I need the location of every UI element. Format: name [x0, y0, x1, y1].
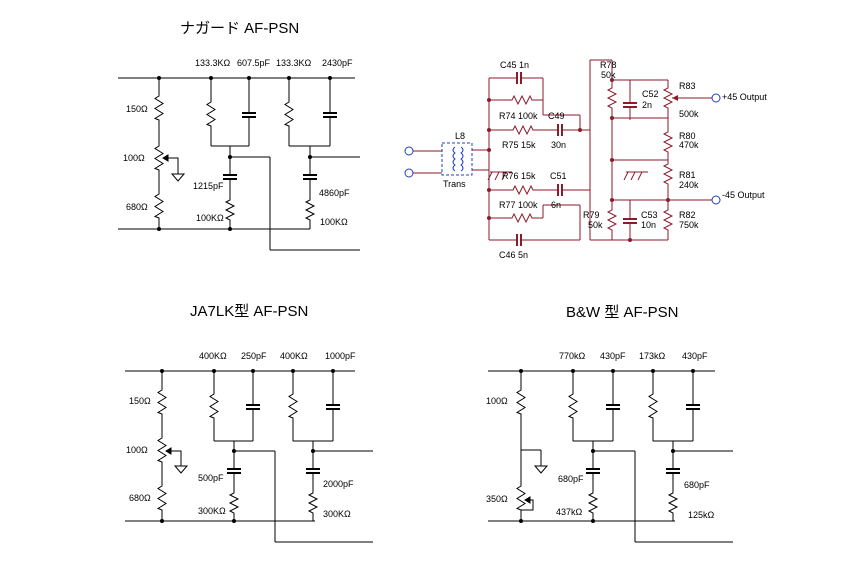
r81-label: R81 — [679, 170, 696, 180]
r83-value: 500k — [679, 109, 699, 119]
bw-c-top2: 430pF — [682, 351, 708, 361]
nagado-c-top1: 607.5pF — [237, 58, 271, 68]
r78-label: R78 — [600, 60, 617, 70]
bw-c-top1: 430pF — [600, 351, 626, 361]
nagado-r150: 150Ω — [126, 104, 148, 114]
nagado-circuit — [118, 77, 360, 251]
c46-label: C46 5n — [499, 250, 528, 260]
r79-label: R79 — [583, 210, 600, 220]
nagado-r-top2: 133.3KΩ — [276, 58, 312, 68]
bw-r-top1: 770kΩ — [559, 351, 586, 361]
nagado-r-top1: 133.3KΩ — [195, 58, 231, 68]
nagado-title: ナガード AF-PSN — [180, 20, 299, 37]
c53-label: C53 — [641, 210, 658, 220]
nagado-c-low2: 4860pF — [319, 188, 350, 198]
ja7lk-r-top1: 400KΩ — [199, 351, 227, 361]
bw-r100: 100Ω — [486, 396, 508, 406]
ja7lk-r-low2: 300KΩ — [323, 509, 351, 519]
nagado-c-low1: 1215pF — [193, 181, 224, 191]
c51-value: 6n — [551, 200, 561, 210]
bw-pot: 350Ω — [486, 494, 508, 504]
ja7lk-r-low1: 300KΩ — [198, 506, 226, 516]
ja7lk-c-top2: 1000pF — [325, 351, 356, 361]
output-positive-label: +45 Output — [722, 92, 767, 102]
r78-value: 50k — [601, 70, 616, 80]
bw-title: B&W 型 AF-PSN — [566, 304, 679, 321]
ja7lk-r150: 150Ω — [129, 396, 151, 406]
r77-label: R77 100k — [499, 200, 538, 210]
r82-value: 750k — [679, 220, 699, 230]
bw-r-low1: 437kΩ — [556, 507, 583, 517]
c49-label: C49 — [548, 111, 565, 121]
ja7lk-c-top1: 250pF — [241, 351, 267, 361]
c52-label: C52 — [642, 89, 659, 99]
ja7lk-pot: 100Ω — [126, 445, 148, 455]
r79-value: 50k — [588, 220, 603, 230]
output-negative-label: -45 Output — [722, 190, 765, 200]
r82-label: R82 — [679, 210, 696, 220]
ja7lk-c-low1: 500pF — [198, 473, 224, 483]
c53-value: 10n — [641, 220, 656, 230]
bw-c-low1: 680pF — [558, 474, 584, 484]
c51-label: C51 — [550, 171, 567, 181]
r81-value: 240k — [679, 180, 699, 190]
ja7lk-r680: 680Ω — [129, 493, 151, 503]
r76-label: R76 15k — [502, 171, 536, 181]
r80-label: R80 — [679, 131, 696, 141]
bw-c-low2: 680pF — [684, 480, 710, 490]
nagado-pot: 100Ω — [123, 153, 145, 163]
nagado-r-low2: 100KΩ — [320, 217, 348, 227]
bw-r-top2: 173kΩ — [639, 351, 666, 361]
c49-value: 30n — [551, 140, 566, 150]
l8-label: L8 — [455, 131, 465, 141]
phasing-schematic — [404, 59, 721, 247]
nagado-r-low1: 100KΩ — [196, 213, 224, 223]
r74-label: R74 100k — [499, 111, 538, 121]
c52-value: 2n — [642, 100, 652, 110]
ja7lk-c-low2: 2000pF — [323, 479, 354, 489]
nagado-c-top2: 2430pF — [322, 58, 353, 68]
nagado-r680: 680Ω — [126, 202, 148, 212]
r75-label: R75 15k — [502, 140, 536, 150]
ja7lk-title: JA7LK型 AF-PSN — [190, 303, 308, 320]
r80-value: 470k — [679, 140, 699, 150]
c45-label: C45 1n — [500, 60, 529, 70]
r83-label: R83 — [679, 81, 696, 91]
trans-label: Trans — [443, 179, 466, 189]
bw-r-low2: 125kΩ — [688, 510, 715, 520]
ja7lk-circuit — [125, 370, 373, 543]
ja7lk-r-top2: 400KΩ — [280, 351, 308, 361]
